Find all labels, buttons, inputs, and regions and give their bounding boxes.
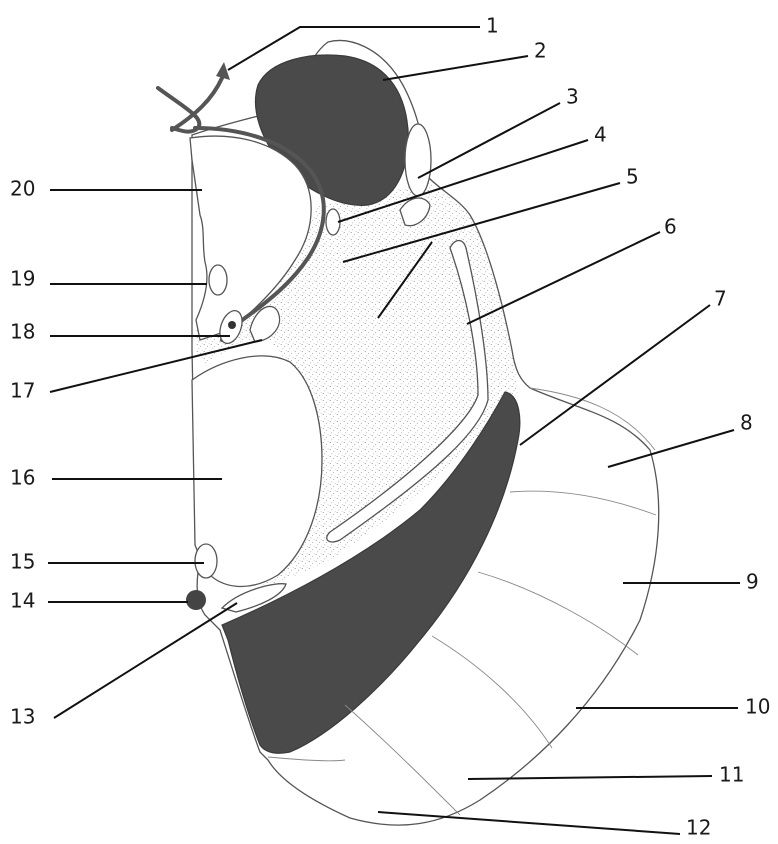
label-7: 7 [714, 287, 727, 311]
dot-14 [186, 590, 206, 610]
label-10: 10 [745, 695, 770, 719]
label-15: 15 [10, 550, 35, 574]
arrow-head [216, 62, 230, 80]
label-11: 11 [719, 763, 744, 787]
right-contour [530, 388, 655, 450]
oval-15 [195, 544, 217, 578]
oval-19 [209, 265, 227, 295]
oval-4 [326, 209, 340, 235]
label-2: 2 [534, 39, 547, 63]
segment-line-9 [478, 572, 638, 655]
label-8: 8 [740, 411, 753, 435]
label-4: 4 [594, 123, 607, 147]
segment-line-12 [268, 757, 345, 761]
label-20: 20 [10, 177, 35, 201]
segment-line-11 [345, 705, 460, 815]
label-14: 14 [10, 589, 35, 613]
label-13: 13 [10, 705, 35, 729]
label-16: 16 [10, 466, 35, 490]
label-12: 12 [686, 816, 711, 840]
label-17: 17 [10, 379, 35, 403]
oval-3 [405, 124, 431, 196]
segment-line-10 [432, 636, 552, 748]
dot-18 [228, 321, 236, 329]
label-9: 9 [746, 570, 759, 594]
segment-line-8 [510, 491, 656, 515]
label-6: 6 [664, 215, 677, 239]
label-3: 3 [566, 85, 579, 109]
label-5: 5 [626, 165, 639, 189]
label-1: 1 [486, 14, 499, 38]
label-18: 18 [10, 320, 35, 344]
label-19: 19 [10, 267, 35, 291]
